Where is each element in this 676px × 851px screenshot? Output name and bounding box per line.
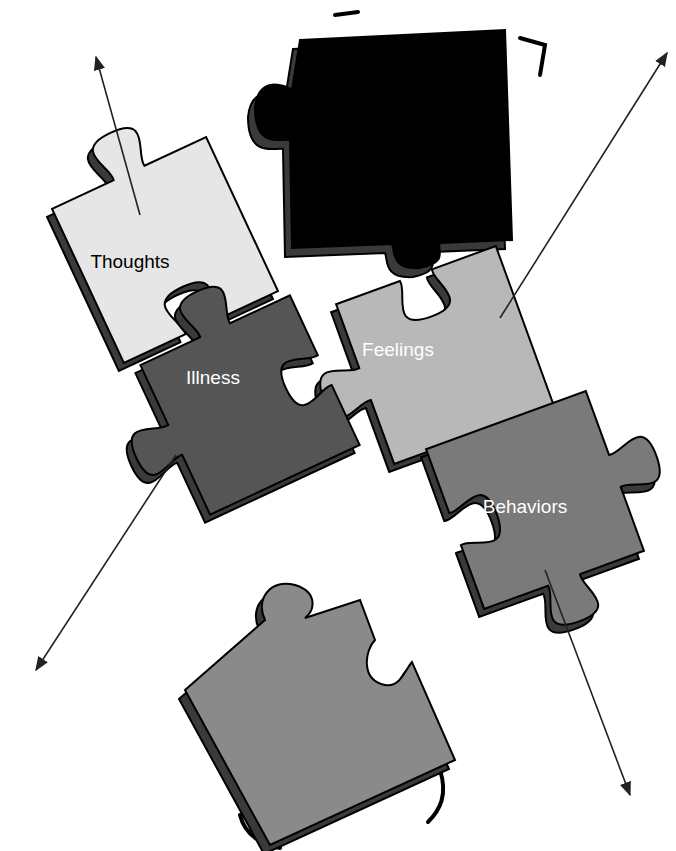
puzzle-piece: Illness <box>118 273 382 537</box>
piece-label: Thoughts <box>90 251 169 273</box>
piece-label: Illness <box>186 367 240 389</box>
piece-outline <box>118 273 382 537</box>
gray-puzzle-piece <box>179 584 455 851</box>
black-puzzle-piece <box>248 30 512 277</box>
arrow <box>36 455 176 670</box>
piece-face <box>83 256 359 532</box>
arrow <box>500 53 667 318</box>
piece-label: Feelings <box>362 339 434 361</box>
arrow <box>96 57 140 215</box>
outward-arrows <box>36 53 667 795</box>
piece-face <box>426 376 676 651</box>
puzzle-piece: Behaviors <box>399 364 671 636</box>
arrow <box>545 570 630 795</box>
piece-label: Behaviors <box>483 496 568 518</box>
